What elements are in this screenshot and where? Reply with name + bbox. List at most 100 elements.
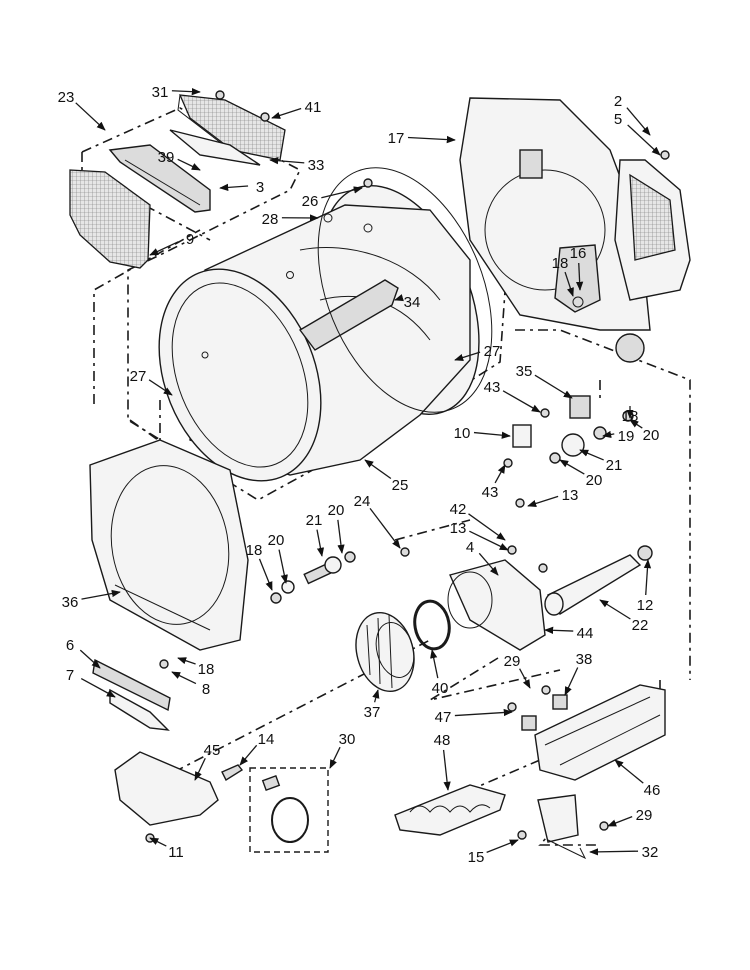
callout-leader-c20c [337, 519, 345, 554]
callout-leader-c45 [194, 757, 206, 781]
lint-screen-bracket [108, 144, 211, 213]
callout-label-c41: 41 [305, 99, 322, 116]
terminal-block [537, 794, 587, 860]
callout-label-c16: 16 [570, 245, 587, 262]
air-inlet-duct [114, 751, 219, 826]
callout-label-c10: 10 [454, 425, 471, 442]
callout-label-c26: 26 [302, 193, 319, 210]
callout-leader-c20b [559, 459, 585, 475]
rear-bulkhead [459, 97, 651, 363]
callout-label-c20b: 20 [586, 472, 603, 489]
callout-leader-c3 [219, 183, 249, 192]
drum-rear-seal [317, 167, 493, 413]
callout-leader-c46 [614, 759, 644, 784]
callout-label-c25: 25 [392, 477, 409, 494]
callout-label-c28: 28 [262, 211, 279, 228]
callout-label-c9: 9 [186, 231, 194, 248]
callout-label-c32: 32 [642, 844, 659, 861]
callout-leader-c23 [75, 102, 106, 131]
callout-leader-c20d [278, 549, 288, 584]
rear-heater-cover [614, 159, 691, 301]
callout-leader-c39 [177, 158, 201, 171]
callout-label-c44: 44 [577, 625, 594, 642]
callout-leader-c17 [407, 135, 456, 144]
callout-label-c14: 14 [258, 731, 275, 748]
callout-leader-c4 [478, 552, 499, 576]
blower-wheel [355, 611, 415, 693]
callout-leader-c27b [454, 351, 481, 362]
callout-leader-c42 [468, 513, 506, 541]
callout-label-c2: 2 [614, 93, 622, 110]
callout-leader-c8 [171, 671, 197, 685]
callout-label-c43a: 43 [484, 379, 501, 396]
callout-leader-c7 [80, 677, 116, 698]
callout-label-c13a: 13 [562, 487, 579, 504]
callout-leader-c29b [607, 816, 633, 827]
heater-housing [534, 684, 666, 781]
drum-glide-strip [92, 658, 171, 731]
drum-roller-shaft [270, 551, 356, 604]
rear-bearing-bracket [554, 244, 601, 313]
callout-leader-c33 [269, 157, 305, 165]
callout-leader-c32 [589, 848, 639, 856]
callout-leader-c15 [486, 839, 519, 853]
rear-roller-assembly [512, 395, 634, 464]
callout-label-c12: 12 [637, 597, 654, 614]
callout-leader-c31 [171, 88, 201, 96]
callout-leader-c9 [149, 241, 179, 256]
callout-label-c33: 33 [308, 157, 325, 174]
screw-fasteners [145, 90, 670, 843]
lint-screen-housing-grille [177, 94, 286, 161]
callout-label-c7: 7 [66, 667, 74, 684]
callout-leader-c35 [534, 374, 573, 399]
callout-leader-c29a [519, 668, 531, 689]
blower-seal [413, 599, 451, 651]
callout-leader-c44 [544, 626, 574, 634]
callout-label-c13b: 13 [450, 520, 467, 537]
heater-element [394, 784, 506, 836]
callout-leader-c25 [364, 459, 392, 480]
callout-label-c20c: 20 [328, 502, 345, 519]
callout-label-c8: 8 [202, 681, 210, 698]
exhaust-duct [544, 545, 653, 616]
duct-clamp-kit [261, 775, 309, 843]
thermostat-group [521, 694, 568, 731]
duct-clip [221, 764, 244, 782]
callout-label-c5: 5 [614, 111, 622, 128]
callout-leader-c48 [442, 749, 451, 791]
callout-label-c21b: 21 [306, 512, 323, 529]
callout-label-c36: 36 [62, 594, 79, 611]
callout-leader-c12 [643, 559, 652, 596]
callout-label-c23: 23 [58, 89, 75, 106]
callout-label-c3: 3 [256, 179, 264, 196]
callout-label-c27a: 27 [130, 368, 147, 385]
callout-leader-c21a [579, 449, 604, 461]
callout-leader-c26 [321, 186, 363, 199]
callout-leader-c41 [271, 107, 302, 119]
front-bulkhead [89, 439, 249, 651]
callout-leader-c22 [599, 599, 631, 620]
callout-label-c18c: 18 [246, 542, 263, 559]
callout-label-c45: 45 [204, 742, 221, 759]
callout-label-c39: 39 [158, 149, 175, 166]
callout-leader-c6 [79, 649, 101, 669]
callout-label-c17: 17 [388, 130, 405, 147]
callout-leader-c30 [329, 746, 341, 769]
callout-label-c22: 22 [632, 617, 649, 634]
callout-leader-c36 [81, 589, 121, 600]
callout-label-c27b: 27 [484, 343, 501, 360]
callout-leader-c40 [430, 649, 439, 679]
callout-leader-c20a [629, 419, 643, 429]
callout-leader-c11 [149, 837, 167, 847]
callout-label-c43b: 43 [482, 484, 499, 501]
callout-label-c15: 15 [468, 849, 485, 866]
callout-label-c31: 31 [152, 84, 169, 101]
callout-label-c29a: 29 [504, 653, 521, 670]
lint-duct-gasket [169, 129, 261, 166]
callout-leader-c14 [239, 744, 258, 766]
callout-label-c18b: 18 [622, 408, 639, 425]
callout-label-c42: 42 [450, 501, 467, 518]
callout-label-c40: 40 [432, 680, 449, 697]
